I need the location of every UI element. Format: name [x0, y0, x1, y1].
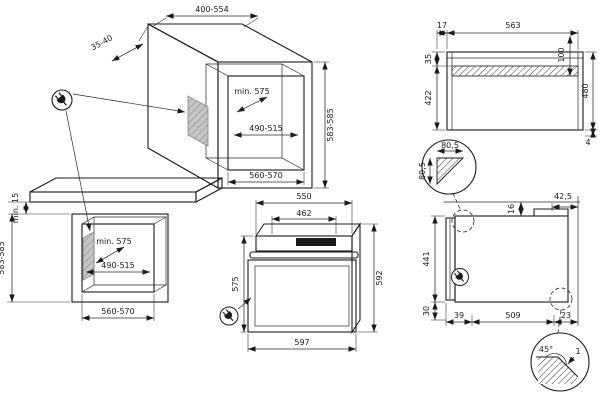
base-cabinet-dimensions: min. 15 583-585 min. 575 490-515 560-570 — [0, 193, 155, 321]
view-oven: 550 462 575 592 597 — [219, 192, 384, 352]
dim-niche-width: 560-570 — [249, 171, 282, 180]
tall-cabinet-dimensions: 400-554 35-40 583-585 min. 575 490-515 5… — [89, 5, 335, 189]
dim-body-width: 563 — [505, 21, 520, 30]
dim-body-height: 441 — [422, 251, 431, 266]
door-profile — [445, 217, 456, 301]
oven-door — [247, 259, 357, 333]
front-elevation-outline — [446, 51, 584, 131]
view-corner-detail: 80,5 80,5 — [418, 139, 477, 210]
front-elevation-dimensions: 17 563 100 35 422 480 4 — [424, 21, 597, 147]
dim-cavity-width: 462 — [296, 209, 311, 218]
trim-band — [451, 65, 579, 77]
dim-wall-gap: 35-40 — [89, 33, 114, 52]
dim-bottom-gap: 4 — [585, 138, 590, 147]
dim-horizontal: 80,5 — [441, 141, 459, 150]
dim-min-depth: min. 575 — [234, 87, 269, 96]
view-front-elevation: 17 563 100 35 422 480 4 — [424, 21, 597, 147]
dim-top-offset: 35 — [424, 54, 433, 64]
dim-niche-height: 583-585 — [0, 241, 6, 274]
view-base-cabinet: min. 15 583-585 min. 575 490-515 560-570 — [0, 177, 223, 321]
dim-total-height: 480 — [581, 83, 590, 98]
detail-marker-bottom — [549, 287, 573, 311]
worktop-outline — [29, 177, 223, 203]
dim-front-width: 597 — [294, 338, 309, 347]
corner-detail-dimensions: 80,5 80,5 — [418, 141, 463, 184]
dim-top-gap: 16 — [507, 204, 516, 214]
base-cabinet-outline — [71, 213, 169, 303]
dim-niche-height: 583-585 — [326, 108, 335, 141]
chamfer-material — [538, 357, 577, 384]
plug-position-arrow — [237, 297, 252, 310]
corner-wedge — [436, 157, 465, 186]
dim-lower-height: 422 — [424, 90, 433, 105]
plug-position-arrows — [65, 93, 186, 232]
side-view-outline — [444, 196, 580, 326]
dim-inner-width: 490-515 — [249, 124, 282, 133]
power-plug-icon — [219, 306, 239, 326]
detail-circle — [421, 139, 477, 195]
dim-rear-top-gap: 42,5 — [554, 192, 572, 201]
dim-niche-width: 560-570 — [101, 307, 134, 316]
dim-trim-height: 100 — [557, 47, 566, 62]
dim-top-depth: 400-554 — [195, 5, 228, 14]
dim-total-height: 592 — [375, 270, 384, 285]
view-tall-cabinet: 400-554 35-40 583-585 min. 575 490-515 5… — [51, 5, 335, 232]
dim-plinth-height: 30 — [422, 306, 431, 316]
oven-handle — [249, 251, 359, 259]
dim-body-height: 575 — [231, 276, 240, 291]
view-chamfer-detail: 45° 1 — [530, 332, 590, 392]
oven-display — [296, 238, 336, 246]
tall-cabinet-outline — [147, 23, 313, 189]
dim-body-width: 550 — [296, 192, 311, 201]
dim-inner-width: 490-515 — [101, 261, 134, 270]
oven-outline — [247, 222, 362, 334]
detail-leader — [452, 192, 461, 210]
detail-marker-top — [451, 209, 475, 233]
view-side: 16 42,5 441 30 39 509 23 — [422, 192, 580, 334]
dim-body-depth: 509 — [505, 311, 520, 320]
detail-circle — [530, 332, 590, 392]
dim-angle: 45° — [539, 345, 553, 354]
power-plug-icon — [51, 89, 73, 111]
dim-vertical: 80,5 — [418, 162, 427, 180]
dim-min-depth: min. 575 — [96, 237, 131, 246]
dim-edge: 1 — [575, 347, 580, 356]
dim-top-clearance: min. 15 — [11, 193, 20, 223]
detail-leader — [557, 309, 562, 334]
side-view-dimensions: 16 42,5 441 30 39 509 23 — [422, 192, 578, 326]
dim-side-gap: 17 — [437, 21, 447, 30]
socket-area-patch — [187, 95, 209, 147]
oven-dimensions: 550 462 575 592 597 — [231, 192, 384, 352]
power-plug-icon — [450, 267, 470, 287]
dim-front-depth: 39 — [454, 311, 464, 320]
socket-area-patch — [82, 231, 95, 281]
dim-rear-gap: 23 — [561, 311, 571, 320]
